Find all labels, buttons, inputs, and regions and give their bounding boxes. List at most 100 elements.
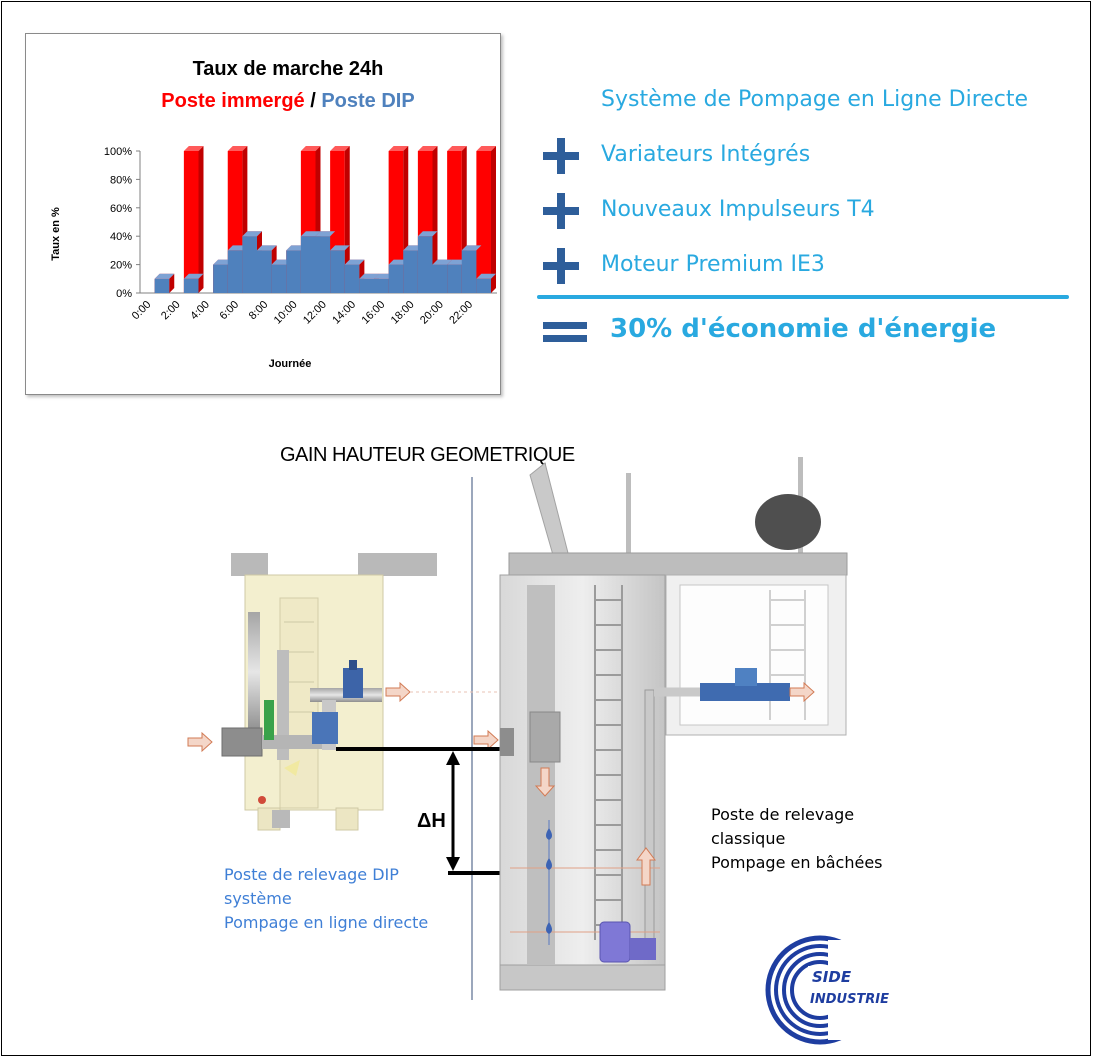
equals-icon [543,322,587,329]
chart-title: Taux de marche 24h [193,58,384,80]
bar-dip [476,278,491,293]
bar-dip-top [315,231,336,237]
bar-dip [359,278,374,293]
bar-dip [388,264,404,293]
bar-dip [257,250,272,293]
feature-line-2: Variateurs Intégrés [601,142,811,167]
x-tick-label: 12:00 [301,299,329,327]
equals-icon-lower [543,335,587,342]
feature-line-1: Système de Pompage en Ligne Directe [601,87,1029,112]
plus-icon [543,248,579,284]
y-axis-label: Taux en % [50,207,62,261]
subtitle-dip: Poste DIP [321,90,414,112]
dip-caption-line-3: Pompage en ligne directe [224,913,429,932]
chart-bars [154,146,496,293]
classic-caption-line-3: Pompage en bâchées [711,853,883,872]
y-tick-label: 20% [110,260,132,272]
plus-icon [543,193,579,229]
bar-immerge [476,151,491,293]
x-tick-label: 18:00 [389,299,417,327]
x-tick-label: 4:00 [188,299,212,323]
bar-dip [447,264,462,293]
bar-dip-top [432,259,453,265]
classic-caption-line-2: classique [711,829,786,848]
bar-dip [213,264,228,293]
x-tick-label: 2:00 [159,299,183,323]
bar-dip [227,250,243,293]
x-tick-label: 0:00 [130,299,154,323]
feature-line-3: Nouveaux Impulseurs T4 [601,197,875,222]
bar-chart: Taux de marche 24h Poste immergé / Poste… [50,58,497,370]
bar-immerge-top [447,146,467,151]
classic-station-caption: Poste de relevage classique Pompage en b… [711,803,883,875]
bar-immerge-side [344,146,350,293]
bar-immerge-side [198,146,204,293]
bar-immerge [183,151,199,293]
bar-dip-top [242,231,262,237]
x-tick-label: 6:00 [218,299,242,323]
x-tick-label: 10:00 [272,299,300,327]
y-tick-label: 60% [110,203,132,215]
bar-dip-top [300,231,321,237]
bar-immerge-top [183,146,204,151]
bar-dip-top [359,273,379,279]
x-tick-label: 22:00 [447,299,475,327]
bar-dip-top [183,273,204,279]
sum-line [537,295,1069,299]
bar-dip [154,278,170,293]
bar-immerge-side [169,273,175,293]
chart-panel: Taux de marche 24h Poste immergé / Poste… [25,33,501,395]
bar-immerge-top [388,146,409,151]
classic-caption-line-1: Poste de relevage [711,805,855,824]
chart-subtitle: Poste immergé / Poste DIP [161,90,414,112]
bar-immerge-top [417,146,438,151]
dip-station-caption: Poste de relevage DIP système Pompage en… [224,863,428,935]
bar-dip [403,250,418,293]
feature-line-4: Moteur Premium IE3 [601,252,825,277]
bar-dip-top [330,245,350,251]
bar-immerge-top [330,146,350,151]
bar-dip [271,264,287,293]
dip-caption-line-2: système [224,889,292,908]
dip-caption-line-1: Poste de relevage DIP [224,865,399,884]
bar-immerge-top [476,146,496,151]
bar-dip-top [154,273,175,279]
bar-dip-top [461,245,482,251]
bar-dip [417,236,433,293]
delta-h-label: ΔH [417,810,446,832]
bar-dip [344,264,360,293]
x-tick-label: 16:00 [359,299,387,327]
bar-dip [242,236,257,293]
subtitle-immerge: Poste immergé [161,90,304,112]
bar-dip [374,278,389,293]
x-tick-label: 8:00 [247,299,271,323]
x-tick-label: 14:00 [330,299,358,327]
bar-dip [183,278,199,293]
bar-immerge-side [432,146,438,293]
bar-dip [315,236,331,293]
bar-dip-top [417,231,438,237]
bar-immerge-top [227,146,248,151]
bar-dip [300,236,316,293]
bar-immerge-top [300,146,321,151]
diagram-title: GAIN HAUTEUR GEOMETRIQUE [280,444,575,466]
bar-dip [461,250,477,293]
y-tick-label: 0% [116,288,132,300]
x-tick-label: 20:00 [418,299,446,327]
subtitle-separator: / [305,90,322,112]
energy-saving-result: 30% d'économie d'énergie [610,314,997,344]
bar-immerge-side [491,146,496,293]
x-axis-label: Journée [269,358,312,370]
bar-immerge [388,151,404,293]
plus-icon [543,138,579,174]
bar-dip [330,250,345,293]
y-tick-label: 80% [110,174,132,186]
bar-dip-top [344,259,365,265]
bar-immerge [447,151,462,293]
bar-dip-top [476,273,496,279]
bar-dip [432,264,448,293]
y-tick-label: 40% [110,231,132,243]
bar-dip [286,250,301,293]
y-tick-label: 100% [104,146,132,158]
